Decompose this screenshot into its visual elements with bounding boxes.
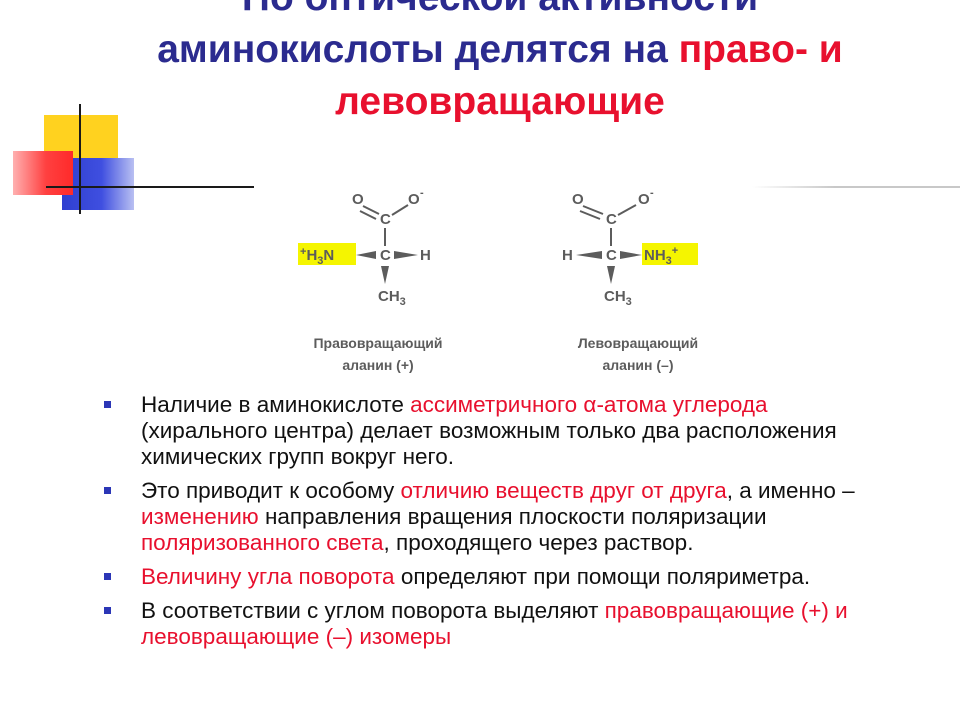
title-line-1-highlight: право- и xyxy=(678,28,843,71)
right-caption-line-2: аланин (–) xyxy=(603,357,674,373)
bullet-list: Наличие в аминокислоте ассиметричного α-… xyxy=(100,392,890,658)
alanine-enantiomers-figure: O O - C C H CH3 +H3N O O - C C H CH3 NH3… xyxy=(260,180,740,390)
right-c-alpha: C xyxy=(606,247,617,264)
bullet-square-icon xyxy=(104,487,111,494)
bullet-2-red-text-1: отличию веществ друг от друга xyxy=(400,478,727,503)
right-wedge-ch3 xyxy=(607,266,615,284)
deco-horizontal-line xyxy=(46,186,254,188)
bullet-item: Это приводит к особому отличию веществ д… xyxy=(100,478,890,556)
deco-blue-square xyxy=(62,158,134,210)
left-caption-line-1: Правовращающий xyxy=(313,335,442,351)
deco-vertical-line xyxy=(79,104,81,214)
right-c-carboxyl: C xyxy=(606,211,617,228)
right-bond-double-1 xyxy=(582,205,604,215)
title-line-0: По оптической активности xyxy=(242,0,758,19)
right-ch3: CH3 xyxy=(604,288,632,308)
bullet-1-red-text: ассиметричного α-атома углерода xyxy=(410,392,768,417)
left-alanine-structure: O O - C C H CH3 +H3N xyxy=(298,187,431,308)
title-line-1-prefix: аминокислоты делятся на xyxy=(157,28,679,71)
right-bond-double-2 xyxy=(579,210,601,220)
right-bond-c-o-minus xyxy=(617,204,637,216)
bullet-square-icon xyxy=(104,401,111,408)
bullet-2-red-text-3: поляризованного света xyxy=(141,530,384,555)
left-wedge-ch3 xyxy=(381,266,389,284)
bullet-3-text-end: определяют при помощи поляриметра. xyxy=(394,564,811,589)
bullet-2-text-mid-1: , а именно – xyxy=(726,478,855,503)
bullet-square-icon xyxy=(104,607,111,614)
bullet-3-red-text: Величину угла поворота xyxy=(141,564,395,589)
bullet-2-text-end: , проходящего через раствор. xyxy=(383,530,694,555)
bullet-1-text-end: (хирального центра) делает возможным тол… xyxy=(141,418,837,469)
right-o-top: O xyxy=(572,191,584,208)
bullet-1-text: Наличие в аминокислоте xyxy=(141,392,411,417)
right-amine-highlight xyxy=(642,243,698,265)
bullet-item: В соответствии с углом поворота выделяют… xyxy=(100,598,890,650)
right-o-minus: O xyxy=(638,191,650,208)
left-amine-highlight xyxy=(298,243,356,265)
left-c-alpha: C xyxy=(380,247,391,264)
left-wedge-n xyxy=(356,251,376,259)
left-c-carboxyl: C xyxy=(380,211,391,228)
right-o-minus-charge: - xyxy=(650,187,654,199)
bullet-2-text: Это приводит к особому xyxy=(141,478,401,503)
left-h: H xyxy=(420,247,431,264)
bullet-2-red-text-2: изменению xyxy=(141,504,259,529)
left-amine: +H3N xyxy=(300,246,334,267)
left-o-minus-charge: - xyxy=(420,187,424,199)
deco-right-line xyxy=(752,186,960,188)
bullet-4-red-text: правовращающие (+) и левовращающие (–) и… xyxy=(141,598,848,649)
right-amine: NH3+ xyxy=(644,245,678,267)
left-bond-double-2 xyxy=(359,210,377,220)
right-wedge-n xyxy=(620,251,642,259)
deco-red-square xyxy=(13,151,73,195)
bullet-item: Величину угла поворота определяют при по… xyxy=(100,564,890,590)
left-ch3: CH3 xyxy=(378,288,406,308)
left-wedge-h xyxy=(394,251,418,259)
bullet-2-text-mid-2: направления вращения плоскости поляризац… xyxy=(258,504,767,529)
title-line-2-highlight: левовращающие xyxy=(335,80,665,123)
left-caption-line-2: аланин (+) xyxy=(342,357,413,373)
right-h: H xyxy=(562,247,573,264)
right-caption-line-1: Левовращающий xyxy=(578,335,698,351)
bullet-square-icon xyxy=(104,573,111,580)
slide-title: По оптической активности аминокислоты де… xyxy=(60,0,940,128)
left-bond-double-1 xyxy=(362,205,380,215)
left-o-top: O xyxy=(352,191,364,208)
bullet-item: Наличие в аминокислоте ассиметричного α-… xyxy=(100,392,890,470)
bullet-4-text: В соответствии с углом поворота выделяют xyxy=(141,598,605,623)
left-o-minus: O xyxy=(408,191,420,208)
right-wedge-h xyxy=(576,251,602,259)
left-bond-c-o-minus xyxy=(391,204,409,216)
right-alanine-structure: O O - C C H CH3 NH3+ xyxy=(562,187,698,308)
